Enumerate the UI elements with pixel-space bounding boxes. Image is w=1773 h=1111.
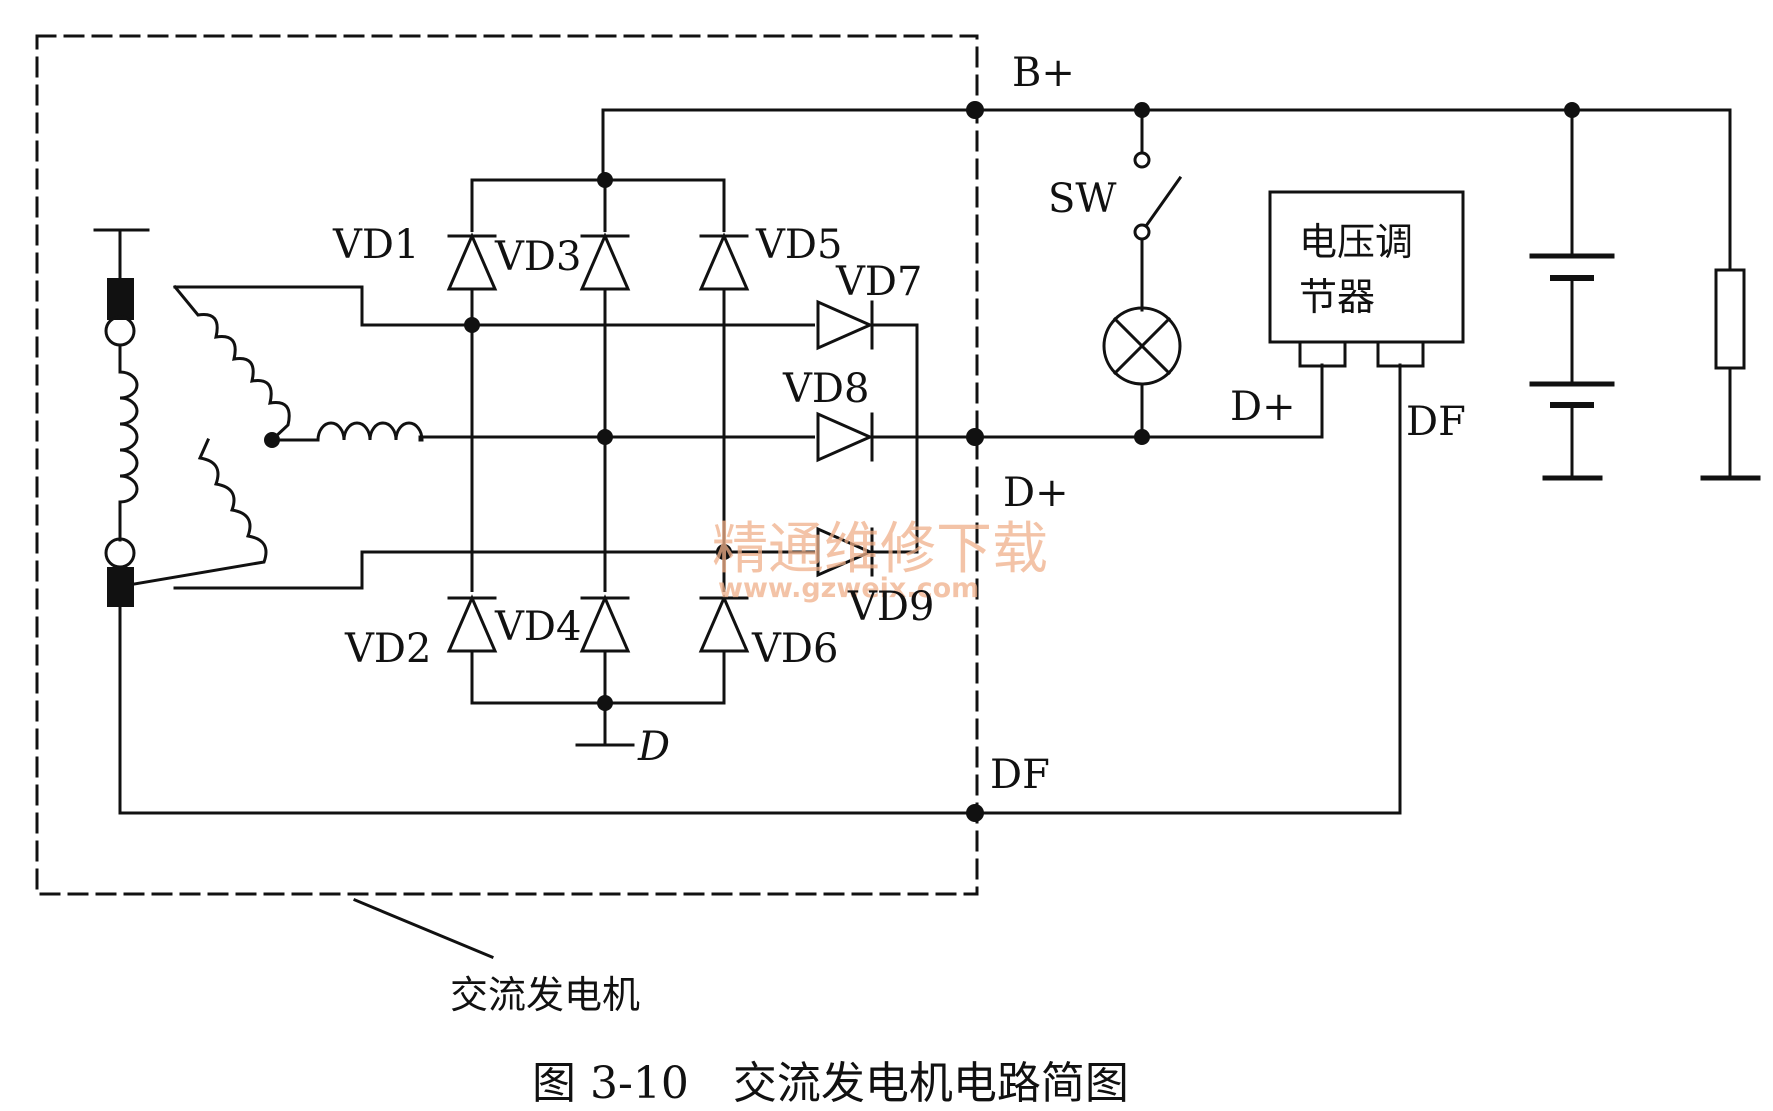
- battery-icon: [1529, 108, 1615, 481]
- label-vd6: VD6: [751, 626, 838, 672]
- alternator-leader-line: [353, 898, 494, 959]
- rotor-field-coil: [93, 228, 1402, 822]
- stator-windings: [109, 284, 424, 590]
- lamp-icon: [1102, 306, 1182, 439]
- label-b-plus: B+: [1012, 50, 1075, 96]
- label-vd7: VD7: [835, 259, 922, 305]
- label-d-plus-regulator: D+: [1230, 384, 1296, 430]
- alternator-boundary: [35, 34, 979, 896]
- label-d-plus-alternator: D+: [1003, 470, 1069, 516]
- load-resistor: [1700, 268, 1761, 481]
- diode-vd9: [815, 526, 875, 578]
- diode-vd5: [698, 232, 750, 291]
- b-plus-bus: [601, 101, 1732, 272]
- diode-vd8: [815, 411, 875, 463]
- figure-caption: 图 3-10 交流发电机电路简图: [532, 1058, 1129, 1109]
- label-vd2: VD2: [344, 626, 431, 672]
- label-vd3: VD3: [494, 234, 581, 280]
- label-sw: SW: [1048, 176, 1117, 222]
- label-df-regulator: DF: [1406, 399, 1466, 445]
- diode-vd6: [698, 592, 750, 653]
- voltage-regulator: [1268, 190, 1465, 368]
- ignition-switch: [1133, 108, 1183, 312]
- label-vd8: VD8: [782, 366, 869, 412]
- diode-vd4: [579, 592, 631, 653]
- diode-vd7: [815, 299, 875, 351]
- watermark-title: 精通维修下载: [712, 517, 1048, 582]
- label-vd9: VD9: [847, 584, 934, 630]
- d-plus-bus: [870, 323, 1324, 554]
- label-vd1: VD1: [332, 222, 419, 268]
- diode-vd1: [446, 232, 498, 291]
- diode-vd2: [446, 592, 498, 653]
- label-regulator-line1: 电压调: [1299, 220, 1413, 264]
- diode-vd3: [579, 232, 631, 291]
- label-df-alternator: DF: [990, 752, 1050, 798]
- phase-wires: [173, 285, 822, 590]
- label-alternator: 交流发电机: [450, 973, 640, 1017]
- label-vd4: VD4: [494, 604, 581, 650]
- label-ground-d: D: [637, 724, 670, 770]
- watermark-url: www.gzweix.com: [718, 573, 979, 604]
- label-vd5: VD5: [755, 222, 842, 268]
- label-regulator-line2: 节器: [1299, 275, 1375, 319]
